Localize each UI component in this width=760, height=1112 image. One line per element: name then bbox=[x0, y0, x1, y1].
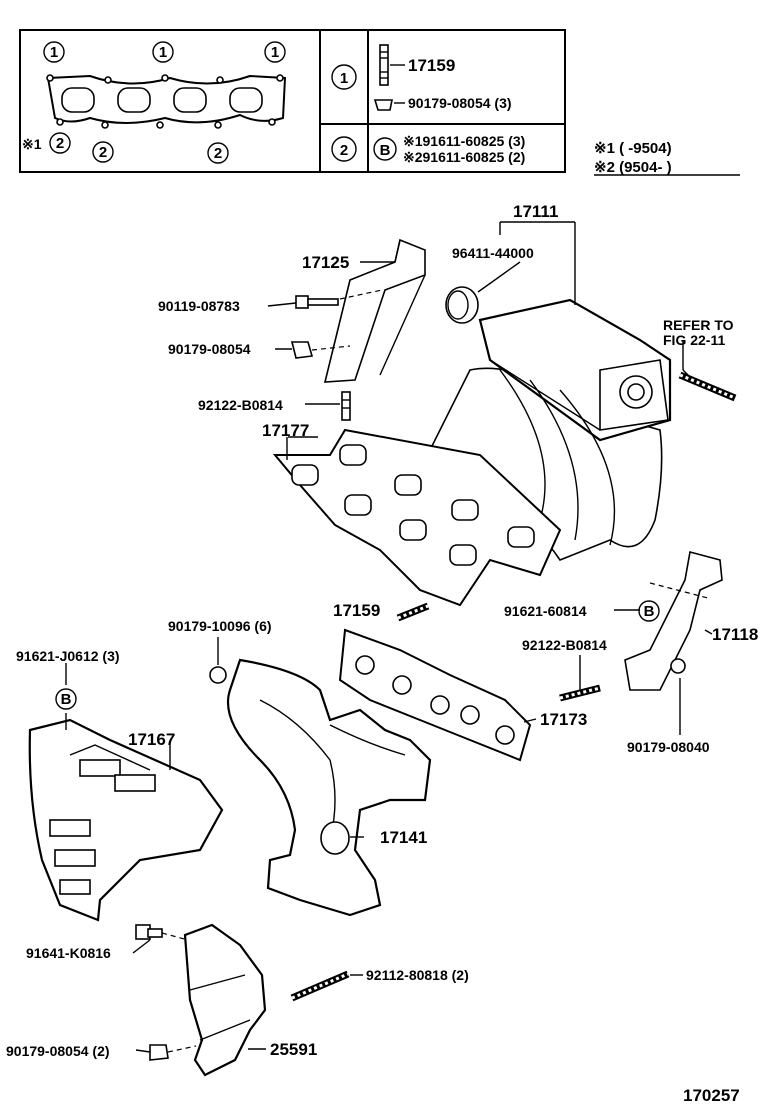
legend-row1-nut: 90179-08054 (3) bbox=[408, 95, 512, 111]
stud-92122b-drawing bbox=[559, 684, 601, 702]
label-96411: 96411-44000 bbox=[452, 245, 534, 261]
label-90179b: 90179-10096 (6) bbox=[168, 618, 272, 634]
nut-90179a-drawing bbox=[290, 341, 314, 359]
figure-number: 170257 bbox=[683, 1086, 740, 1105]
label-refer-1: REFER TO bbox=[663, 317, 734, 333]
heat-shield-25591-drawing bbox=[183, 923, 267, 1077]
label-92112: 92112-80818 (2) bbox=[366, 967, 469, 983]
stud-icon bbox=[379, 44, 405, 86]
label-17118: 17118 bbox=[712, 625, 758, 644]
legend-c2-c: 2 bbox=[214, 145, 222, 162]
bolt-90119-drawing bbox=[295, 295, 339, 309]
callout-b-right: B bbox=[644, 603, 655, 620]
label-91621j: 91621-J0612 (3) bbox=[16, 648, 120, 664]
label-25591: 25591 bbox=[270, 1040, 317, 1059]
legend-c1-c: 1 bbox=[271, 44, 279, 61]
heat-shield-17167-drawing bbox=[28, 718, 224, 922]
legend-circle-b: B bbox=[380, 142, 391, 159]
label-17177: 17177 bbox=[262, 421, 309, 440]
label-refer-2: FIG 22-11 bbox=[663, 332, 725, 348]
stud-17159-drawing bbox=[396, 602, 430, 622]
gasket-17173-drawing bbox=[338, 628, 532, 762]
legend-c2-b: 2 bbox=[99, 144, 107, 161]
legend-row1-circle: 1 bbox=[340, 70, 348, 87]
label-17111: 17111 bbox=[513, 202, 558, 221]
legend-box bbox=[19, 29, 566, 173]
note-1: ※1 ( -9504) bbox=[594, 140, 672, 157]
label-92122a: 92122-B0814 bbox=[198, 397, 283, 413]
label-17141: 17141 bbox=[380, 828, 427, 847]
stud-92112-drawing bbox=[290, 970, 350, 1002]
label-92122b: 92122-B0814 bbox=[522, 637, 607, 653]
label-91641: 91641-K0816 bbox=[26, 945, 111, 961]
stud-92122a-drawing bbox=[341, 391, 351, 421]
legend-row2-circle: 2 bbox=[340, 142, 348, 159]
note-2: ※2 (9504- ) bbox=[594, 159, 672, 176]
label-17159: 17159 bbox=[333, 601, 380, 620]
label-90179c: 90179-08040 bbox=[627, 739, 710, 755]
legend-callout-circles bbox=[43, 41, 397, 164]
label-90179a: 90179-08054 bbox=[168, 341, 251, 357]
label-17167: 17167 bbox=[128, 730, 175, 749]
legend-gasket-drawing bbox=[46, 74, 287, 129]
label-17173: 17173 bbox=[540, 710, 587, 729]
legend-row2-a: ※191611-60825 (3) bbox=[403, 133, 525, 149]
gasket-17177-drawing bbox=[272, 428, 562, 607]
leader-lines bbox=[65, 221, 713, 1053]
legend-c1-b: 1 bbox=[159, 44, 167, 61]
exhaust-manifold-drawing bbox=[209, 658, 432, 917]
nut-90179d-drawing bbox=[149, 1044, 197, 1061]
legend-c2-a: 2 bbox=[56, 135, 64, 152]
stud-refer-drawing bbox=[678, 371, 737, 402]
legend-c1-a: 1 bbox=[50, 44, 58, 61]
nut-icon bbox=[373, 99, 405, 111]
legend-mark1: ※1 bbox=[22, 136, 42, 152]
legend-row2-b: ※291611-60825 (2) bbox=[403, 149, 525, 165]
callout-b-left: B bbox=[61, 691, 72, 708]
label-17125: 17125 bbox=[302, 253, 349, 272]
callout-b-circles bbox=[55, 600, 660, 710]
label-90119: 90119-08783 bbox=[158, 298, 240, 314]
label-90179d: 90179-08054 (2) bbox=[6, 1043, 110, 1059]
cap-96411-drawing bbox=[445, 286, 479, 324]
bolt-91641-drawing bbox=[135, 924, 189, 941]
label-91621s: 91621-60814 bbox=[504, 603, 587, 619]
legend-row1-part: 17159 bbox=[408, 56, 455, 75]
bracket-17118-drawing bbox=[624, 551, 723, 691]
